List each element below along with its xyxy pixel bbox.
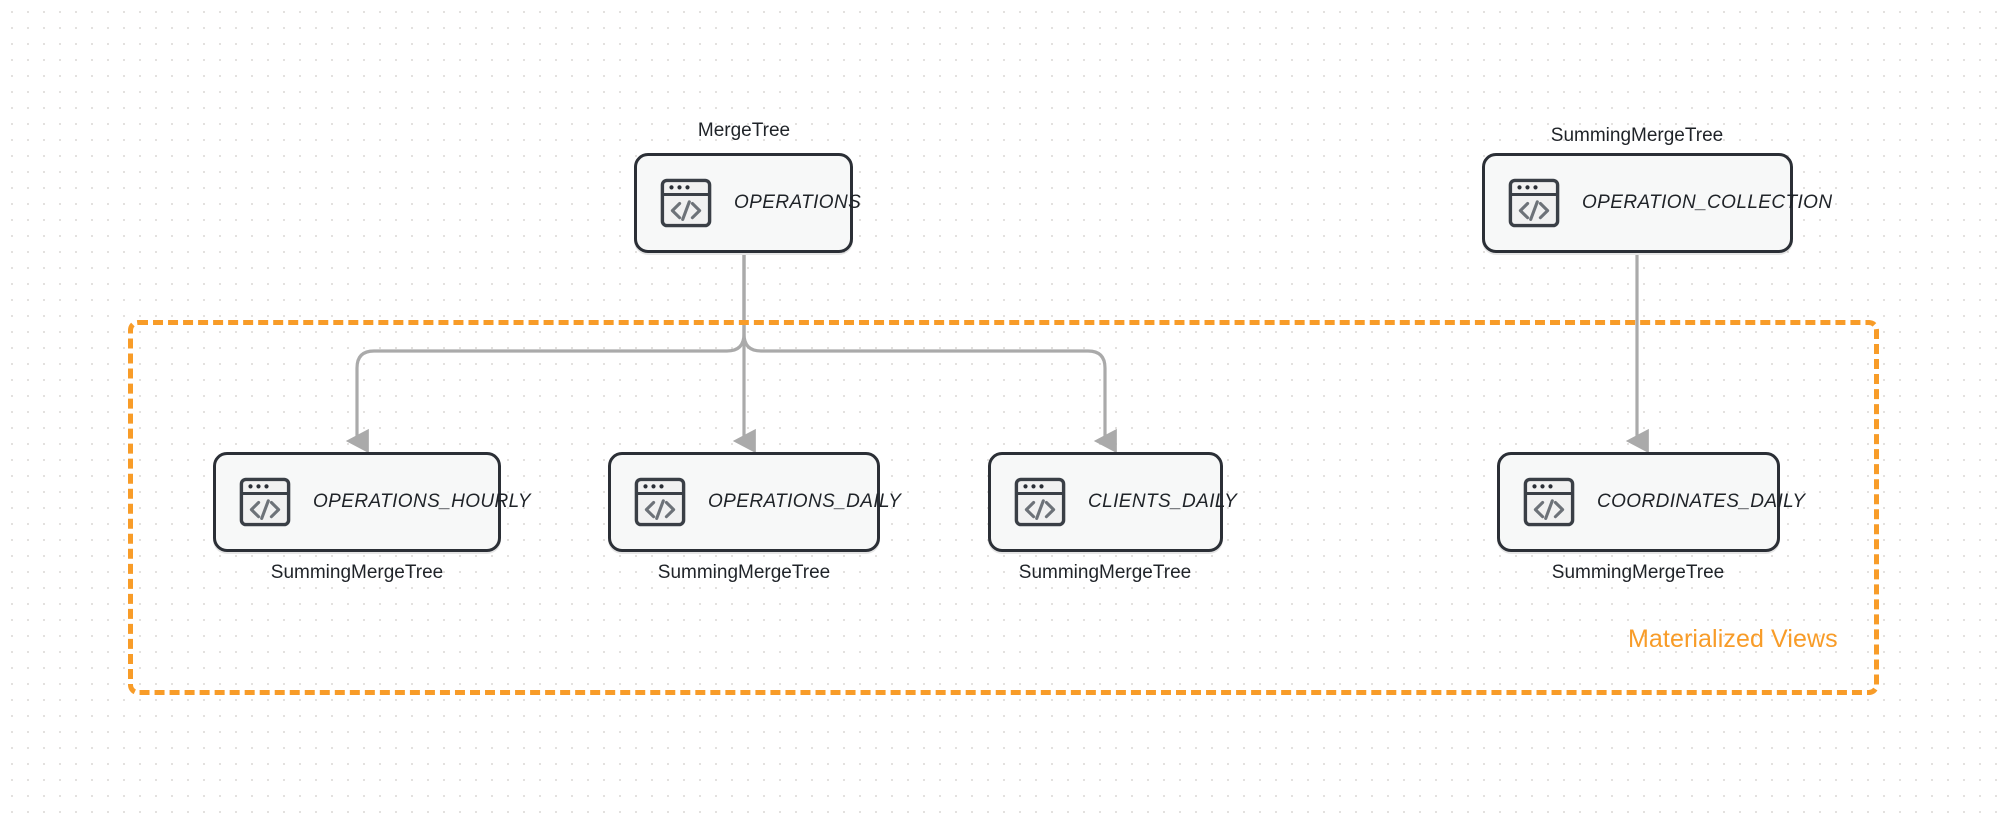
engine-caption-operations: MergeTree <box>697 120 791 141</box>
engine-caption-operations-hourly: SummingMergeTree <box>270 562 444 583</box>
node-label-operations-daily: OPERATIONS_DAILY <box>708 491 902 512</box>
node-operations-daily[interactable]: OPERATIONS_DAILY <box>608 452 901 552</box>
code-window-icon <box>239 477 291 527</box>
node-coordinates-daily[interactable]: COORDINATES_DAILY <box>1497 452 1805 552</box>
node-label-operation-collection: OPERATION_COLLECTION <box>1582 192 1833 213</box>
code-window-icon <box>1014 477 1066 527</box>
code-window-icon <box>1508 178 1560 228</box>
node-operations[interactable]: OPERATIONS <box>634 153 861 253</box>
node-label-coordinates-daily: COORDINATES_DAILY <box>1597 491 1806 512</box>
code-window-icon <box>634 477 686 527</box>
node-operations-hourly[interactable]: OPERATIONS_HOURLY <box>213 452 531 552</box>
node-clients-daily[interactable]: CLIENTS_DAILY <box>988 452 1237 552</box>
materialized-views-group-label: Materialized Views <box>1628 625 1838 653</box>
code-window-icon <box>660 178 712 228</box>
engine-caption-coordinates-daily: SummingMergeTree <box>1551 562 1725 583</box>
materialized-views-group <box>128 320 1879 695</box>
code-window-icon <box>1523 477 1575 527</box>
node-label-operations-hourly: OPERATIONS_HOURLY <box>313 491 531 512</box>
engine-caption-operations-daily: SummingMergeTree <box>657 562 831 583</box>
node-label-clients-daily: CLIENTS_DAILY <box>1088 491 1238 512</box>
engine-caption-operation-collection: SummingMergeTree <box>1550 125 1724 146</box>
engine-caption-clients-daily: SummingMergeTree <box>1018 562 1192 583</box>
node-operation-collection[interactable]: OPERATION_COLLECTION <box>1482 153 1832 253</box>
node-label-operations: OPERATIONS <box>734 192 862 213</box>
